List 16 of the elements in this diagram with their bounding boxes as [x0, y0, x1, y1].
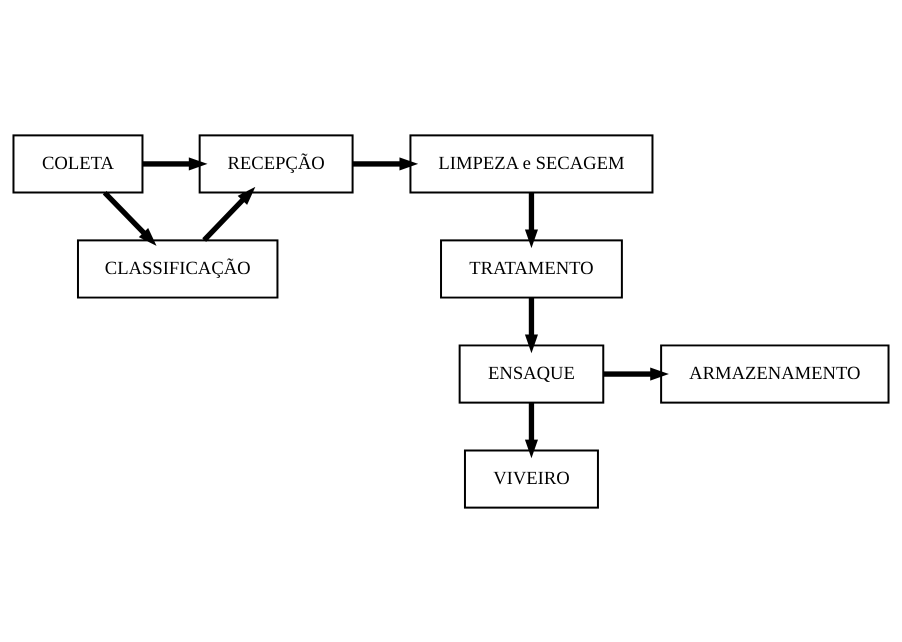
arrow: [524, 402, 538, 458]
arrow: [142, 156, 208, 170]
node-box: RECEPÇÃO: [198, 134, 354, 193]
arrow: [102, 190, 157, 246]
node-box: CLASSIFICAÇÃO: [76, 238, 278, 298]
node-box: LIMPEZA e SECAGEM: [409, 134, 654, 193]
arrow: [604, 366, 669, 380]
node-box: VIVEIRO: [464, 449, 599, 508]
arrow: [524, 192, 538, 248]
node-box: TRATAMENTO: [440, 238, 623, 298]
arrow: [524, 297, 538, 353]
node-box: ENSAQUE: [458, 344, 604, 404]
node-box: COLETA: [12, 134, 144, 193]
arrow: [202, 186, 256, 242]
arrow: [352, 156, 418, 170]
node-box: ARMAZENAMENTO: [660, 344, 890, 404]
